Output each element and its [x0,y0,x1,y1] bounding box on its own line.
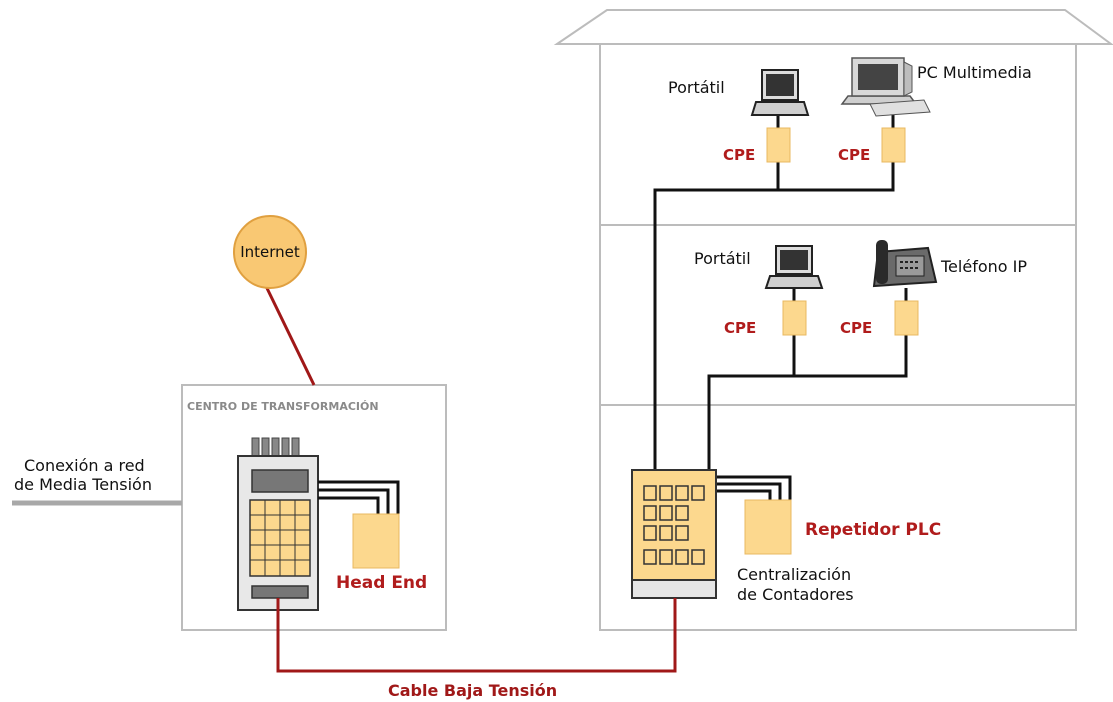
top-laptop-label: Portátil [668,78,725,97]
transformer-device [237,437,319,611]
meters-label-line2: de Contadores [737,585,854,604]
internet-label: Internet [240,243,300,261]
cpe-label-middle-right: CPE [840,319,872,337]
floor-middle: Portátil Teléfono IP CPE CPE [694,240,1027,337]
laptop-icon [764,245,824,289]
transformer-center-title: CENTRO DE TRANSFORMACIÓN [187,400,379,413]
low-voltage-cable-label: Cable Baja Tensión [388,681,557,700]
head-end-device [352,513,400,569]
cpe-label-middle-left: CPE [724,319,756,337]
head-end-label: Head End [336,573,427,593]
ip-phone-icon [872,240,938,288]
cpe-device-top-left [766,127,791,163]
building-roof [553,9,1113,45]
middle-laptop-label: Portátil [694,249,751,268]
medium-voltage-label-line2: de Media Tensión [14,475,152,494]
meters-label-line1: Centralización [737,565,851,584]
floor-bottom: Repetidor PLC Centralización de Contador… [631,469,941,604]
cpe-device-top-right [881,127,906,163]
desktop-pc-icon [840,57,931,117]
cpe-device-middle-left [782,300,807,336]
ip-phone-label: Teléfono IP [940,257,1027,276]
cpe-label-top-left: CPE [723,146,755,164]
internet-globe [233,215,307,289]
plc-repeater-device [744,499,792,555]
floor-top: Portátil PC Multimedia CPE CPE [668,57,1032,164]
meter-cabinet [631,469,717,599]
medium-voltage-label-line1: Conexión a red [24,456,145,475]
laptop-icon [750,69,810,116]
low-voltage-cable [276,598,677,673]
plc-repeater-label: Repetidor PLC [805,520,941,540]
internet-link [262,281,316,386]
transformer-center: CENTRO DE TRANSFORMACIÓN [181,384,447,631]
pc-multimedia-label: PC Multimedia [917,63,1032,82]
cpe-label-top-right: CPE [838,146,870,164]
building-wiring [653,115,908,500]
cpe-device-middle-right [894,300,919,336]
